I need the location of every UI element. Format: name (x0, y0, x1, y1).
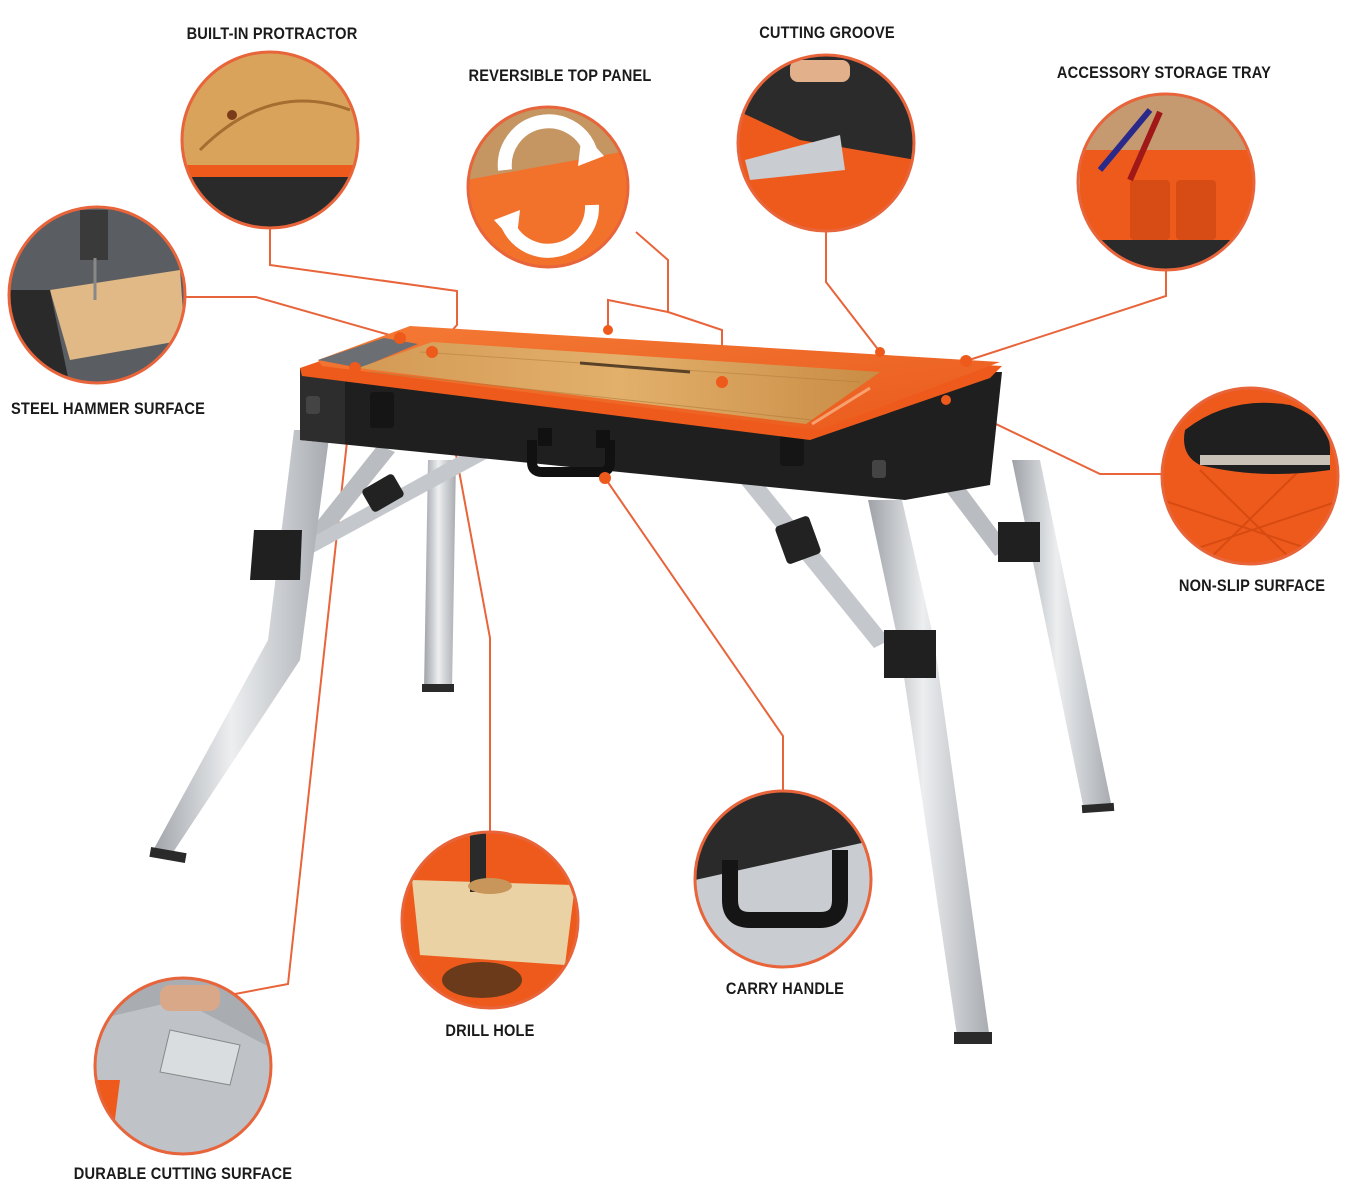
front-left-leg-clamp (250, 530, 302, 580)
label-non-slip-surface: NON-SLIP SURFACE (1178, 576, 1326, 595)
reversible-top-panel-photo (466, 105, 630, 269)
back-left-brace (296, 445, 395, 555)
label-accessory-storage-tray: ACCESSORY STORAGE TRAY (1056, 63, 1272, 82)
label-cutting-groove: CUTTING GROOVE (759, 23, 895, 42)
built-in-protractor-photo (180, 50, 360, 230)
leader-cutting-groove (825, 231, 881, 353)
non-slip-surface-photo (1160, 386, 1340, 566)
steel-hammer-surface-photo (7, 205, 187, 385)
steel-hammer-plate (318, 338, 418, 368)
accessory-storage-tray-photo (1076, 92, 1256, 272)
durable-cutting-surface-photo (93, 976, 273, 1156)
leader-steel-hammer-surface (185, 296, 401, 339)
label-steel-hammer-surface: STEEL HAMMER SURFACE (11, 399, 206, 418)
front-left-leg (150, 430, 330, 860)
label-durable-cutting-surface: DURABLE CUTTING SURFACE (73, 1164, 293, 1183)
leader-carry-handle (604, 477, 784, 791)
carry-handle-grip (527, 440, 615, 477)
front-right-leg (868, 500, 990, 1042)
carry-handle-photo (693, 789, 873, 969)
back-right-leg-clamp (998, 522, 1040, 562)
workbench (149, 325, 1115, 1044)
drill-hole-photo (400, 830, 580, 1010)
leader-reversible-top-panel (607, 231, 669, 330)
leader-accessory-storage-tray (965, 270, 1167, 362)
label-drill-hole: DRILL HOLE (445, 1021, 535, 1040)
back-right-leg (1012, 460, 1112, 810)
back-left-leg (424, 460, 456, 690)
leader-durable-cutting-surface (234, 367, 356, 995)
wood-panel (358, 342, 880, 424)
leader-non-slip-surface (945, 399, 1162, 475)
front-right-leg-clamp (884, 630, 936, 678)
label-carry-handle: CARRY HANDLE (725, 979, 845, 998)
label-reversible-top-panel: REVERSIBLE TOP PANEL (468, 66, 652, 85)
label-built-in-protractor: BUILT-IN PROTRACTOR (186, 24, 358, 43)
cutting-groove-photo (736, 53, 916, 233)
